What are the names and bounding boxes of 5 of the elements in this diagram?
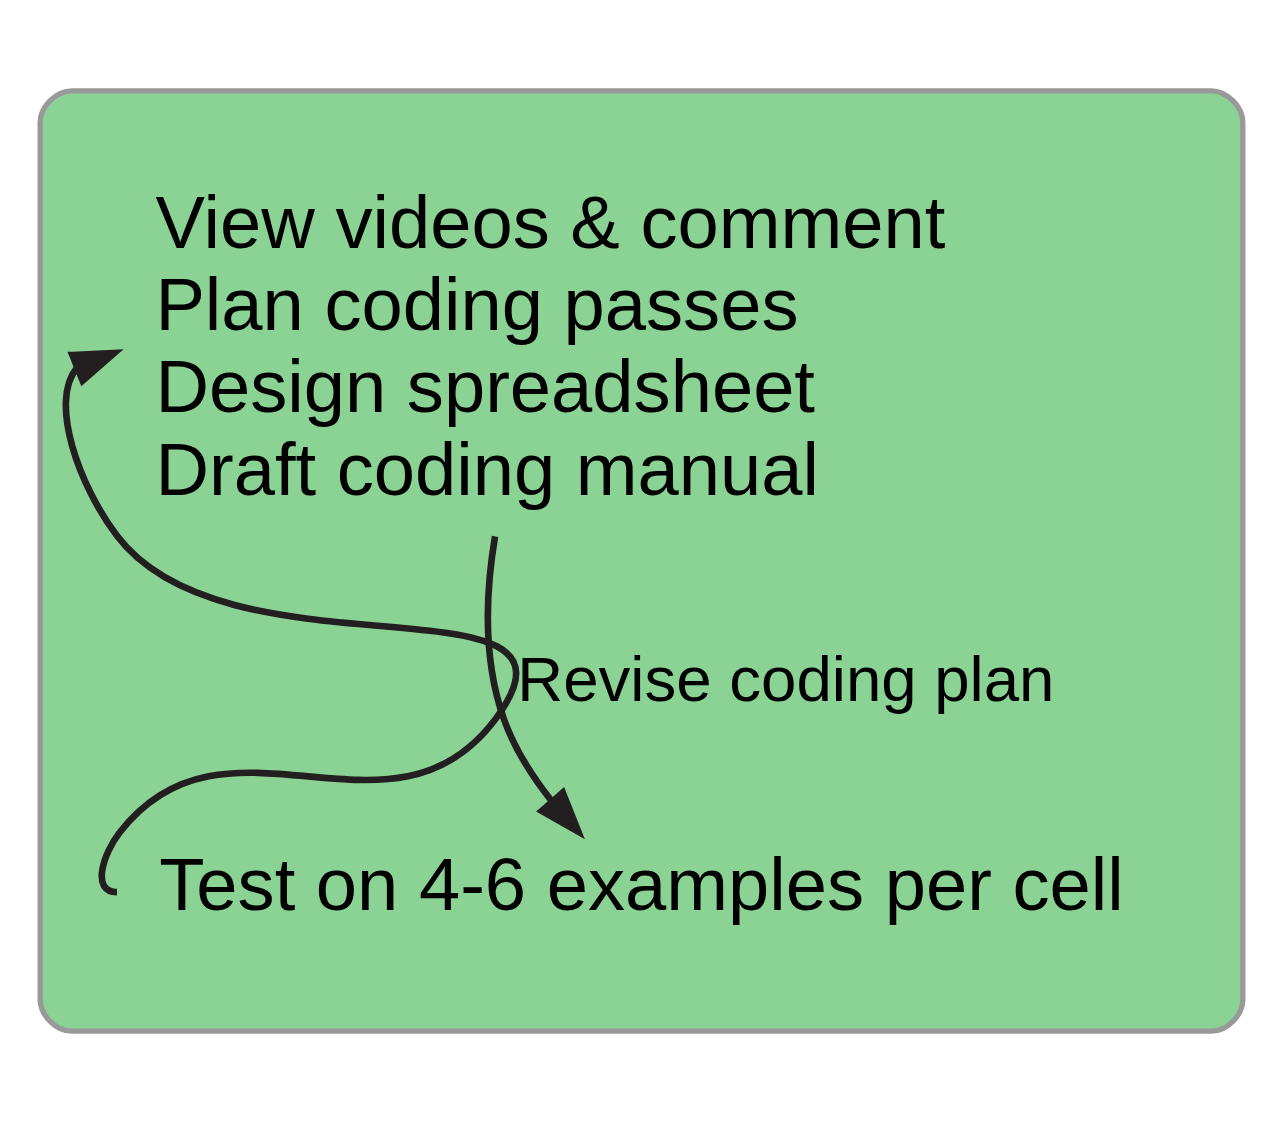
node-text: View videos & comment Plan coding passes Design spreadsheet Draft coding manual xyxy=(155,181,946,511)
cluster xyxy=(37,88,1246,1034)
node-text: Test on 4-6 examples per cell xyxy=(159,843,1124,927)
arrow xyxy=(484,535,585,840)
edge-label: Revise coding plan xyxy=(517,642,1055,714)
